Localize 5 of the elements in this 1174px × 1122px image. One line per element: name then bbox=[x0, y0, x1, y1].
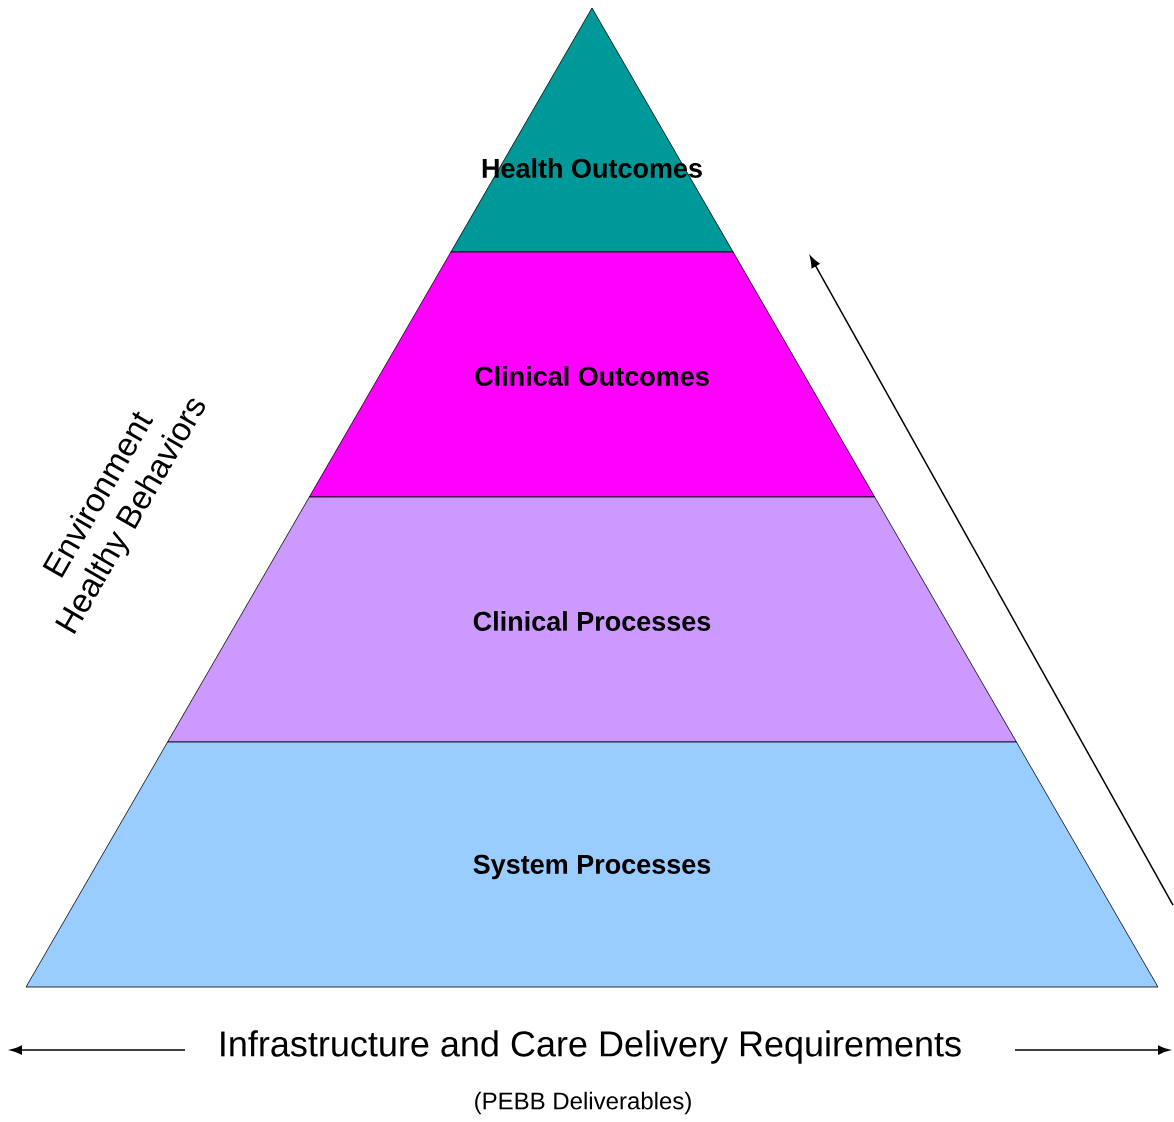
pyramid-tier: Clinical Outcomes bbox=[308, 251, 876, 498]
pyramid-tier: System Processes bbox=[25, 741, 1159, 988]
pyramid-tier: Clinical Processes bbox=[167, 496, 1017, 743]
axis-label: (PEBB Deliverables) bbox=[475, 1091, 691, 1115]
axis-label: Infrastructure and Care Delivery Requirements bbox=[221, 1030, 961, 1064]
